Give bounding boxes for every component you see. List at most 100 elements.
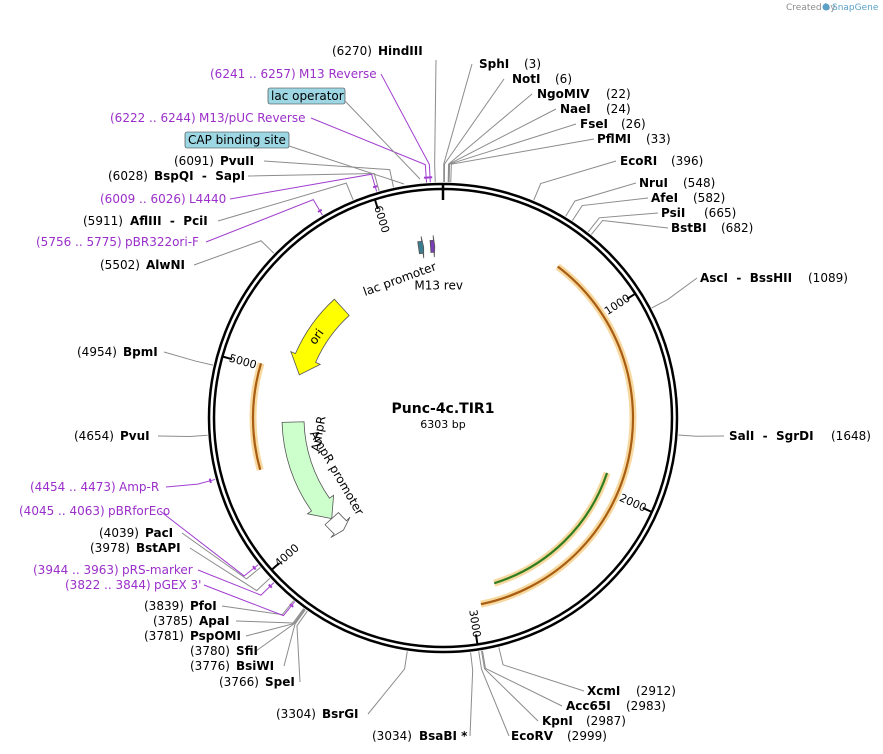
lac-promoter-feature[interactable] <box>417 236 425 259</box>
site-pvuii[interactable]: (6091)PvuII <box>174 154 254 168</box>
site-afei[interactable]: AfeI (582) <box>651 191 725 205</box>
site-bsrgi[interactable]: (3304)BsrGI <box>276 707 359 721</box>
site-asci-bsshii[interactable]: AscI - BssHII (1089) <box>700 271 848 285</box>
site-position: (3785) <box>153 614 193 628</box>
site-psii[interactable]: PsiI(665) <box>661 206 736 220</box>
site-acc65i[interactable]: Acc65I(2983) <box>566 699 666 713</box>
site-name: BstAPI <box>136 541 181 555</box>
site-ecori[interactable]: EcoRI(396) <box>620 154 703 168</box>
site-pspomi[interactable]: (3781)PspOMI <box>144 629 241 643</box>
site-ngomiv[interactable]: NgoMIV (22) <box>537 87 631 101</box>
site-position: (3776) <box>190 659 230 673</box>
ampr-feature[interactable] <box>281 421 335 520</box>
site-sfii[interactable]: (3780)SfiI <box>190 644 258 658</box>
site-position: (22) <box>606 87 631 101</box>
site-apai[interactable]: (3785)ApaI <box>153 614 229 628</box>
site-name: AscI - BssHII <box>700 271 792 285</box>
site-bsabi[interactable]: (3034) BsaBI * <box>372 729 468 743</box>
primer-leader <box>205 199 323 243</box>
primer-pbr322ori-f[interactable]: (5756 .. 5775)pBR322ori-F <box>36 235 199 249</box>
site-paci[interactable]: (4039)PacI <box>99 526 173 540</box>
primer-amp-r[interactable]: (4454 .. 4473)Amp-R <box>30 480 159 494</box>
lac-operator-label: lac operator <box>271 89 344 103</box>
primer-m13-reverse[interactable]: (6241 .. 6257)M13 Reverse <box>210 67 377 81</box>
site-leader <box>189 547 271 592</box>
green-feature-arrow[interactable] <box>493 472 609 585</box>
primer-name: Amp-R <box>119 480 159 494</box>
site-name: KpnI <box>542 714 573 728</box>
orange-feature-arrow-left[interactable] <box>251 363 263 471</box>
site-name: PvuII <box>220 154 254 168</box>
site-position: (6270) <box>332 44 372 58</box>
site-name: BsaBI * <box>419 729 468 743</box>
site-bstapi[interactable]: (3978)BstAPI <box>90 541 181 555</box>
cap-binding-site-box[interactable]: CAP binding site <box>184 131 290 149</box>
primer-pgex-3[interactable]: (3822 .. 3844)pGEX 3' <box>65 578 201 592</box>
lac-operator-box[interactable]: lac operator <box>267 87 346 105</box>
site-name: AflIII - PciI <box>130 214 208 228</box>
site-position: (3034) <box>372 729 412 743</box>
site-bsiwi[interactable]: (3776)BsiWI <box>190 659 274 673</box>
orange-feature-arrow[interactable] <box>480 265 635 606</box>
site-pfoi[interactable]: (3839)PfoI <box>144 599 217 613</box>
site-afliii-pcii[interactable]: (5911)AflIII - PciI <box>83 214 208 228</box>
primer-l4440[interactable]: (6009 .. 6026)L4440 <box>100 192 226 206</box>
site-leader <box>651 277 698 309</box>
site-bpmi[interactable]: (4954)BpmI <box>77 345 158 359</box>
site-noti[interactable]: NotI(6) <box>512 72 572 86</box>
site-position: (582) <box>693 191 725 205</box>
site-leader <box>448 123 577 183</box>
site-sali-sgrdi[interactable]: SalI - SgrDI(1648) <box>729 429 871 443</box>
site-sphi[interactable]: SphI(3) <box>479 57 541 71</box>
primer-pbrforeco[interactable]: (4045 .. 4063)pBRforEco <box>19 504 170 518</box>
m13-rev-feature[interactable] <box>429 235 436 258</box>
primer-name: pBRforEco <box>108 504 170 518</box>
credit-brand: SnapGene <box>832 3 879 13</box>
site-leader <box>157 434 208 438</box>
site-name: XcmI <box>587 684 620 698</box>
site-leader <box>478 651 510 737</box>
ampr-label: AmpR <box>309 415 329 453</box>
site-position: (3) <box>524 57 541 71</box>
site-pvui[interactable]: (4654) PvuI <box>74 429 150 443</box>
primer-name: pGEX 3' <box>154 578 201 592</box>
tick-label: 5000 <box>228 352 258 372</box>
tick-mark <box>474 634 479 645</box>
ori-feature[interactable] <box>290 298 350 376</box>
site-leader <box>571 197 649 221</box>
site-position: (1089) <box>808 271 848 285</box>
site-name: NgoMIV <box>537 87 590 101</box>
site-name: AfeI <box>651 191 678 205</box>
site-name: PsiI <box>661 206 685 220</box>
site-hindiii[interactable]: (6270)HindIII <box>332 44 423 58</box>
site-alwni[interactable]: (5502)AlwNI <box>100 258 185 272</box>
primer-range: (6009 .. 6026) <box>100 192 186 206</box>
site-leader <box>235 608 305 624</box>
primer-range: (4454 .. 4473) <box>30 480 116 494</box>
primer-binding-mark <box>289 603 294 608</box>
ampr-promoter-feature[interactable] <box>324 511 351 538</box>
site-bspqi-sapi[interactable]: (6028)BspQI - SapI <box>108 169 245 183</box>
site-name: BsrGI <box>322 707 359 721</box>
site-naei[interactable]: NaeI(24) <box>560 102 631 116</box>
site-position: (3766) <box>219 675 259 689</box>
site-ecorv[interactable]: EcoRV(2999) <box>511 729 607 743</box>
site-position: (4654) <box>74 429 114 443</box>
site-bstbi[interactable]: BstBI(682) <box>671 221 753 235</box>
primer-range: (3822 .. 3844) <box>65 578 151 592</box>
primer-prs-marker[interactable]: (3944 .. 3963)pRS-marker <box>33 563 193 577</box>
site-pflmi[interactable]: PflMI(33) <box>597 132 671 146</box>
site-xcmi[interactable]: XcmI(2912) <box>587 684 676 698</box>
snapgene-logo-icon <box>822 3 830 11</box>
lac-operator-leader <box>344 100 421 180</box>
site-kpni[interactable]: KpnI(2987) <box>542 714 626 728</box>
site-fsei[interactable]: FseI(26) <box>580 117 646 131</box>
primer-m13-puc-reverse[interactable]: (6222 .. 6244)M13/pUC Reverse <box>110 111 306 125</box>
site-spei[interactable]: (3766)SpeI <box>219 675 295 689</box>
site-position: (682) <box>721 221 753 235</box>
primer-range: (5756 .. 5775) <box>36 235 122 249</box>
site-nrui[interactable]: NruI(548) <box>639 176 715 190</box>
site-name: PvuI <box>120 429 150 443</box>
tick-label: 4000 <box>272 541 302 569</box>
